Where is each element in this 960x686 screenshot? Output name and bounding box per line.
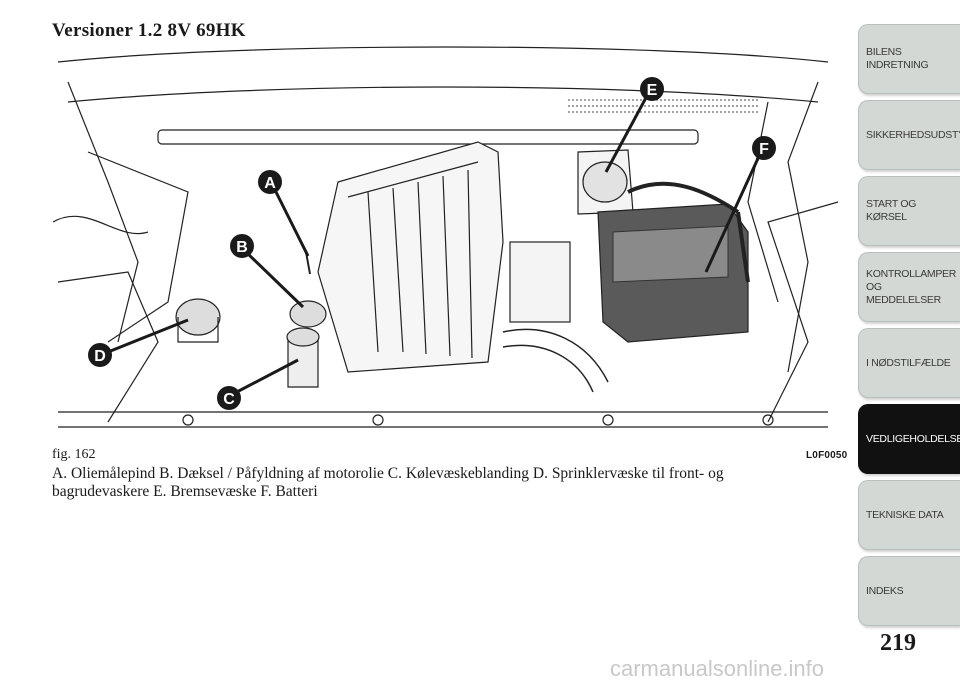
tab-start-og-korsel[interactable]: START OG KØRSEL	[858, 176, 960, 246]
svg-text:B: B	[236, 239, 248, 256]
figure-code: L0F0050	[806, 450, 848, 461]
tab-label: VEDLIGEHOLDELSE	[866, 432, 960, 445]
callout-e: E	[640, 77, 664, 101]
tab-label: START OG KØRSEL	[866, 198, 917, 223]
tab-i-nodstilfaelde[interactable]: I NØDSTILFÆLDE	[858, 328, 960, 398]
engine-bay-figure: E F A B C D	[48, 42, 840, 446]
tab-sikkerhedsudstyr[interactable]: SIKKERHEDSUDSTYR	[858, 100, 960, 170]
tab-label: TEKNISKE DATA	[866, 508, 944, 521]
tab-label: I NØDSTILFÆLDE	[866, 356, 951, 369]
watermark-text: carmanualsonline.info	[610, 656, 825, 681]
svg-text:A: A	[264, 175, 276, 192]
tab-label: SIKKERHEDSUDSTYR	[866, 128, 960, 141]
svg-text:F: F	[759, 141, 769, 158]
callout-d: D	[88, 343, 112, 367]
tab-vedligeholdelse[interactable]: VEDLIGEHOLDELSE	[858, 404, 960, 474]
svg-text:E: E	[647, 82, 658, 99]
svg-text:C: C	[223, 391, 235, 408]
svg-text:D: D	[94, 348, 106, 365]
callout-a: A	[258, 170, 282, 194]
callout-c: C	[217, 386, 241, 410]
section-heading: Versioner 1.2 8V 69HK	[52, 20, 246, 41]
callout-f: F	[752, 136, 776, 160]
callout-b: B	[230, 234, 254, 258]
engine-bay-illustration: E F A B C D	[52, 46, 839, 428]
tab-indeks[interactable]: INDEKS	[858, 556, 960, 626]
figure-caption: A. Oliemålepind B. Dæksel / Påfyldning a…	[52, 465, 724, 500]
figure-number: fig. 162	[52, 447, 96, 462]
page-number: 219	[880, 630, 916, 656]
tab-label: INDEKS	[866, 584, 904, 597]
tab-tekniske-data[interactable]: TEKNISKE DATA	[858, 480, 960, 550]
callout-markers: E F A B C D	[88, 77, 776, 410]
